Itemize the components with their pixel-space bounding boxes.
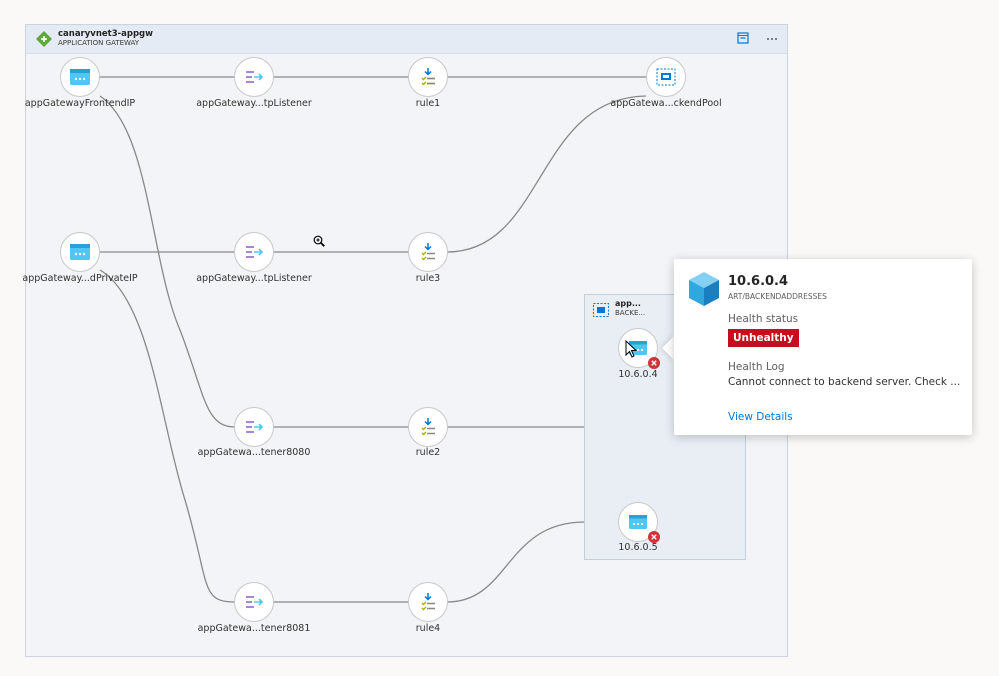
routing-rule-icon (421, 68, 435, 86)
collapse-icon[interactable] (736, 31, 750, 45)
edge-r4-pool (446, 521, 586, 603)
rule-node-1[interactable] (408, 57, 448, 97)
backend-address-node-1[interactable] (618, 328, 660, 369)
zoom-cursor-icon (313, 235, 325, 247)
health-log-label: Health Log (728, 361, 785, 373)
frontend-private-ip-label: appGateway...dPrivateIP (22, 273, 138, 284)
listener-icon (246, 596, 264, 608)
listener-node-3[interactable] (234, 407, 274, 447)
frontend-private-ip-node[interactable] (60, 232, 100, 272)
rule-node-2[interactable] (408, 407, 448, 447)
tooltip-subtitle: ART/BACKENDADDRESSES (728, 292, 827, 301)
frontend-ip-icon (70, 69, 90, 85)
health-status-badge: Unhealthy (728, 329, 799, 347)
listener-label-4: appGatewa...tener8081 (197, 623, 311, 634)
backend-pool-label-1: appGatewa...ckendPool (610, 98, 722, 109)
edge-fe2-l4 (99, 269, 236, 603)
resource-cube-icon (689, 272, 719, 306)
pointer-cursor-icon (625, 340, 637, 358)
rule-node-4[interactable] (408, 582, 448, 622)
listener-node-2[interactable] (234, 232, 274, 272)
application-gateway-icon (36, 31, 52, 47)
backend-address-label-2: 10.6.0.5 (618, 542, 658, 553)
frontend-ip-label: appGatewayFrontendIP (24, 98, 136, 109)
backend-address-node-2[interactable] (618, 502, 660, 543)
listener-icon (246, 71, 264, 83)
gateway-type: APPLICATION GATEWAY (58, 39, 140, 47)
pool-group-subtitle: BACKE... (615, 309, 646, 317)
canvas-header: canaryvnet3-appgw APPLICATION GATEWAY (26, 25, 787, 54)
edge-fe1-l3 (99, 95, 236, 428)
edge-r3-p1 (446, 95, 647, 253)
tooltip-arrow (662, 336, 674, 360)
backend-address-label-1: 10.6.0.4 (618, 369, 658, 380)
view-details-link[interactable]: View Details (728, 411, 793, 423)
error-x-icon (648, 531, 660, 543)
health-log-value: Cannot connect to backend server. Check … (728, 376, 961, 388)
routing-rule-icon (421, 418, 435, 436)
listener-label-1: appGateway...tpListener (196, 98, 312, 109)
error-x-icon (648, 357, 660, 369)
backend-pool-node-1[interactable] (646, 57, 686, 97)
rule-label-2: rule2 (415, 447, 441, 458)
health-status-label: Health status (728, 313, 799, 325)
more-ellipsis-icon[interactable] (765, 31, 779, 45)
node-details-tooltip: 10.6.0.4 ART/BACKENDADDRESSES Health sta… (674, 259, 972, 435)
frontend-ip-icon (70, 244, 90, 260)
rule-node-3[interactable] (408, 232, 448, 272)
listener-node-1[interactable] (234, 57, 274, 97)
listener-node-4[interactable] (234, 582, 274, 622)
rule-label-3: rule3 (415, 273, 441, 284)
frontend-ip-node[interactable] (60, 57, 100, 97)
listener-label-2: appGateway...tpListener (196, 273, 312, 284)
routing-rule-icon (421, 593, 435, 611)
tooltip-title: 10.6.0.4 (728, 274, 789, 289)
routing-rule-icon (421, 243, 435, 261)
backend-pool-icon (656, 68, 676, 86)
listener-label-3: appGatewa...tener8080 (197, 447, 311, 458)
rule-label-4: rule4 (415, 623, 441, 634)
pool-group-title: app... (615, 299, 641, 308)
gateway-name: canaryvnet3-appgw (58, 29, 153, 39)
backend-pool-icon (593, 303, 609, 317)
listener-icon (246, 246, 264, 258)
listener-icon (246, 421, 264, 433)
backend-address-icon (629, 341, 647, 355)
backend-address-icon (629, 515, 647, 529)
rule-label-1: rule1 (415, 98, 441, 109)
